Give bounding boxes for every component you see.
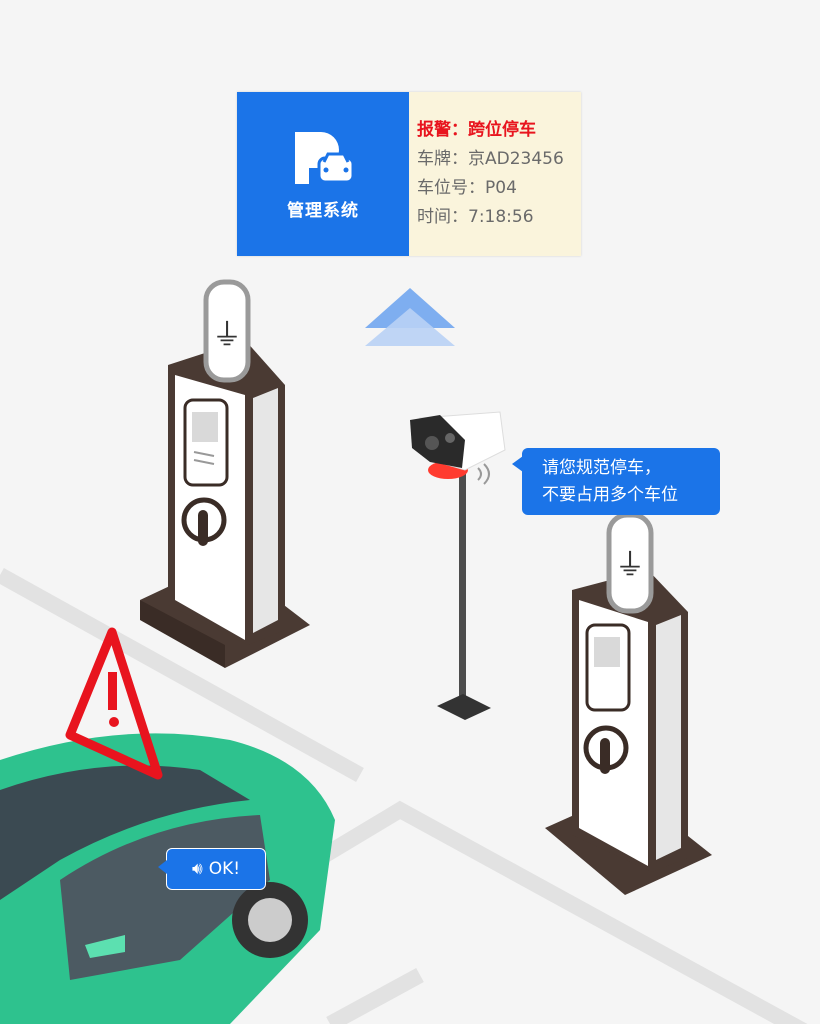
charging-station-right: ⏚ [545, 512, 712, 895]
upload-arrow-icon [365, 288, 455, 346]
bubble-line-1: 请您规范停车， [542, 458, 661, 478]
system-label: 管理系统 [287, 200, 359, 221]
voice-icon: 🔊︎ [191, 859, 203, 879]
camera [410, 411, 506, 485]
camera-speech-bubble: 请您规范停车， 不要占用多个车位 [512, 448, 720, 515]
system-logo-block: 管理系统 [237, 92, 409, 256]
plug-icon: ⏚ [212, 318, 242, 353]
signal-waves-icon [477, 463, 490, 485]
management-system-panel: 管理系统 报警：跨位停车 车牌：京AD23456 车位号：P04 时间：7:18… [237, 92, 581, 256]
plate-text: 车牌：京AD23456 [417, 149, 564, 169]
warning-icon [65, 627, 163, 780]
plug-icon: ⏚ [615, 548, 645, 583]
parking-car-icon [295, 131, 355, 184]
alert-details: 报警：跨位停车 车牌：京AD23456 车位号：P04 时间：7:18:56 [409, 92, 581, 256]
bubble-line-2: 不要占用多个车位 [542, 485, 678, 505]
spot-text: 车位号：P04 [417, 178, 517, 198]
time-text: 时间：7:18:56 [417, 207, 534, 227]
charging-station-left: ⏚ [140, 279, 310, 668]
ok-label: OK! [208, 859, 241, 879]
camera-pole [437, 470, 491, 720]
car-ok-bubble: 🔊︎ OK! [158, 848, 266, 890]
alarm-text: 报警：跨位停车 [417, 120, 536, 140]
